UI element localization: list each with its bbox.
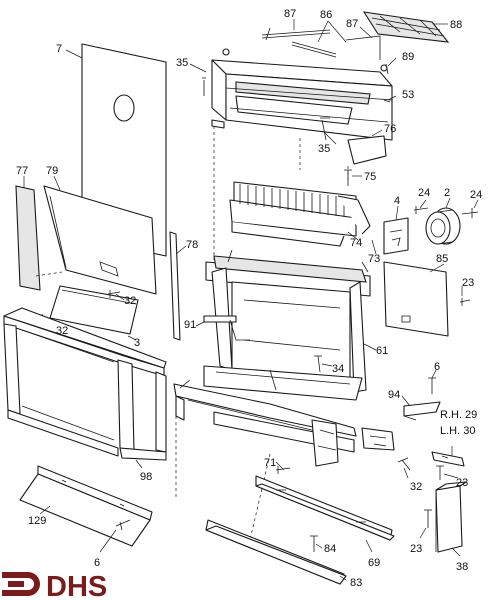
callout-61: 61 <box>376 345 388 357</box>
callout-129: 129 <box>28 515 46 527</box>
callout-6a: 6 <box>434 361 440 373</box>
part-75-screw <box>344 169 362 186</box>
part-83-rail <box>205 519 347 585</box>
callout-32b: 32 <box>56 325 68 337</box>
callout-35a: 35 <box>176 57 188 69</box>
part-94-bracket <box>401 369 441 421</box>
part-71-screw <box>275 461 291 474</box>
callout-76: 76 <box>384 123 396 135</box>
callout-34: 34 <box>332 363 344 375</box>
callout-85: 85 <box>436 253 448 265</box>
callout-73: 73 <box>368 253 380 265</box>
callout-86: 86 <box>320 9 332 21</box>
callout-84: 84 <box>324 543 336 555</box>
callout-30: L.H. 30 <box>440 425 475 437</box>
callout-83: 83 <box>350 577 362 589</box>
callout-69: 69 <box>368 557 380 569</box>
side-fittings <box>361 427 411 479</box>
callout-23b: 23 <box>456 477 468 489</box>
parts-86-87-rods <box>261 19 381 60</box>
callout-94: 94 <box>388 389 400 401</box>
callout-77: 77 <box>16 165 28 177</box>
top-manifold-assembly <box>189 48 397 165</box>
part-98-front-frame <box>3 307 167 469</box>
part-4-bracket <box>383 199 429 255</box>
part-69-rail <box>255 475 395 553</box>
callout-53: 53 <box>402 89 414 101</box>
part-129-bracket <box>19 465 153 553</box>
dhs-logo: DHS <box>2 571 107 600</box>
callout-24b: 24 <box>470 189 482 201</box>
callout-6b: 6 <box>94 557 100 569</box>
callout-24a: 24 <box>418 187 430 199</box>
part-29-30-brackets <box>431 446 465 467</box>
part-79-front-panel <box>35 175 157 295</box>
callout-23c: 23 <box>410 543 422 555</box>
callout-87a: 87 <box>284 8 296 20</box>
callout-35b: 35 <box>318 143 330 155</box>
callout-74: 74 <box>350 237 362 249</box>
main-firebox-61 <box>195 249 377 401</box>
callout-75: 75 <box>364 171 376 183</box>
part-77-side-panel <box>15 176 41 291</box>
base-tray <box>173 379 357 541</box>
callout-88: 88 <box>450 19 462 31</box>
part-88-tile <box>362 11 450 43</box>
part-3-baffle <box>49 285 139 341</box>
callout-labels: 87 86 87 88 7 35 89 53 76 35 75 77 79 24… <box>16 8 482 589</box>
callout-91: 91 <box>184 319 196 331</box>
part-84-screw <box>310 535 323 552</box>
callout-4: 4 <box>394 195 400 207</box>
part-85-side-panel <box>383 261 471 337</box>
part-2-fan-motor <box>425 197 479 245</box>
callout-79: 79 <box>46 165 58 177</box>
part-73-plate <box>371 239 377 255</box>
logo-arrow-icon <box>2 572 40 596</box>
callout-87b: 87 <box>346 18 358 30</box>
part-78-strip <box>169 231 187 341</box>
callout-89: 89 <box>402 51 414 63</box>
callout-7: 7 <box>56 43 62 55</box>
logo-text: DHS <box>46 571 107 600</box>
callout-32c: 32 <box>410 481 422 493</box>
callout-29: R.H. 29 <box>440 409 477 421</box>
part-38-leg <box>419 465 467 557</box>
callout-23a: 23 <box>462 277 474 289</box>
heat-exchanger-74 <box>229 181 371 247</box>
callout-71: 71 <box>264 457 276 469</box>
callout-78: 78 <box>186 239 198 251</box>
callout-98: 98 <box>140 471 152 483</box>
callout-2: 2 <box>444 187 450 199</box>
callout-38: 38 <box>456 561 468 573</box>
callout-3: 3 <box>134 337 140 349</box>
callout-32a: 32 <box>124 295 136 307</box>
